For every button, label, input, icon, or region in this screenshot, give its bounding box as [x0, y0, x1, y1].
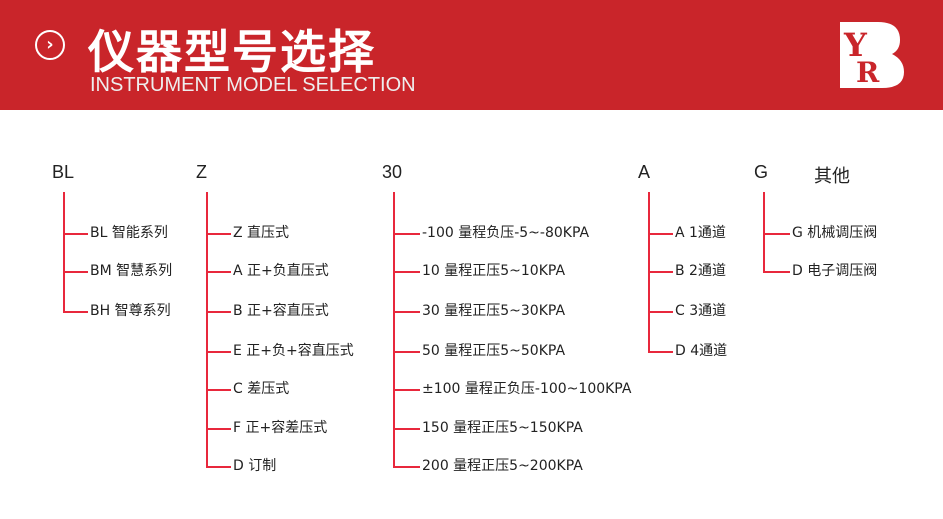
header-banner: › 仪器型号选择 INSTRUMENT MODEL SELECTION Y R — [0, 0, 943, 110]
column-code: Z — [196, 162, 207, 182]
brand-logo: Y R — [840, 22, 904, 88]
option-item: ±100 量程正负压-100~100KPA — [422, 381, 632, 397]
branch-connector — [206, 466, 231, 468]
branch-connector — [648, 271, 673, 273]
branch-connector — [206, 428, 231, 430]
option-item: BL 智能系列 — [90, 225, 168, 241]
option-item: 10 量程正压5~10KPA — [422, 263, 566, 279]
branch-connector — [63, 233, 88, 235]
branch-connector — [763, 271, 790, 273]
branch-connector — [393, 466, 420, 468]
option-item: A 正+负直压式 — [233, 263, 329, 279]
column-code: A — [638, 162, 651, 182]
option-item: D 4通道 — [675, 343, 728, 359]
option-item: 30 量程正压5~30KPA — [422, 303, 566, 319]
branch-connector — [393, 428, 420, 430]
page-title: 仪器型号选择 — [88, 25, 376, 79]
branch-connector — [393, 271, 420, 273]
option-item: 50 量程正压5~50KPA — [422, 343, 566, 359]
column-extra-label: 其他 — [814, 166, 850, 186]
branch-connector — [648, 311, 673, 313]
branch-connector — [206, 233, 231, 235]
branch-connector — [206, 311, 231, 313]
option-item: G 机械调压阀 — [792, 225, 878, 241]
branch-connector — [63, 311, 88, 313]
option-item: B 正+容直压式 — [233, 303, 329, 319]
branch-vertical-line — [393, 192, 395, 467]
option-item: A 1通道 — [675, 225, 726, 241]
branch-connector — [206, 351, 231, 353]
option-item: C 3通道 — [675, 303, 727, 319]
option-item: B 2通道 — [675, 263, 726, 279]
branch-connector — [763, 233, 790, 235]
branch-vertical-line — [63, 192, 65, 312]
branch-connector — [648, 233, 673, 235]
branch-connector — [393, 389, 420, 391]
option-item: 200 量程正压5~200KPA — [422, 458, 583, 474]
option-item: 150 量程正压5~150KPA — [422, 420, 583, 436]
branch-connector — [206, 389, 231, 391]
branch-connector — [206, 271, 231, 273]
option-item: D 订制 — [233, 458, 277, 474]
svg-text:Y: Y — [843, 26, 868, 64]
branch-connector — [393, 351, 420, 353]
branch-connector — [393, 233, 420, 235]
column-code: 30 — [382, 162, 403, 182]
branch-vertical-line — [763, 192, 765, 272]
branch-vertical-line — [206, 192, 208, 467]
option-item: BM 智慧系列 — [90, 263, 173, 279]
option-item: BH 智尊系列 — [90, 303, 171, 319]
option-item: F 正+容差压式 — [233, 420, 328, 436]
column-code: BL — [52, 162, 75, 182]
column-code: G — [754, 162, 769, 182]
chevron-right-icon: › — [35, 30, 65, 60]
svg-text:R: R — [856, 56, 880, 88]
option-item: E 正+负+容直压式 — [233, 343, 354, 359]
branch-connector — [648, 351, 673, 353]
page-subtitle: INSTRUMENT MODEL SELECTION — [90, 74, 416, 96]
branch-connector — [63, 271, 88, 273]
option-item: D 电子调压阀 — [792, 263, 878, 279]
option-item: -100 量程负压-5~-80KPA — [422, 225, 590, 241]
option-item: C 差压式 — [233, 381, 290, 397]
branch-connector — [393, 311, 420, 313]
option-item: Z 直压式 — [233, 225, 290, 241]
